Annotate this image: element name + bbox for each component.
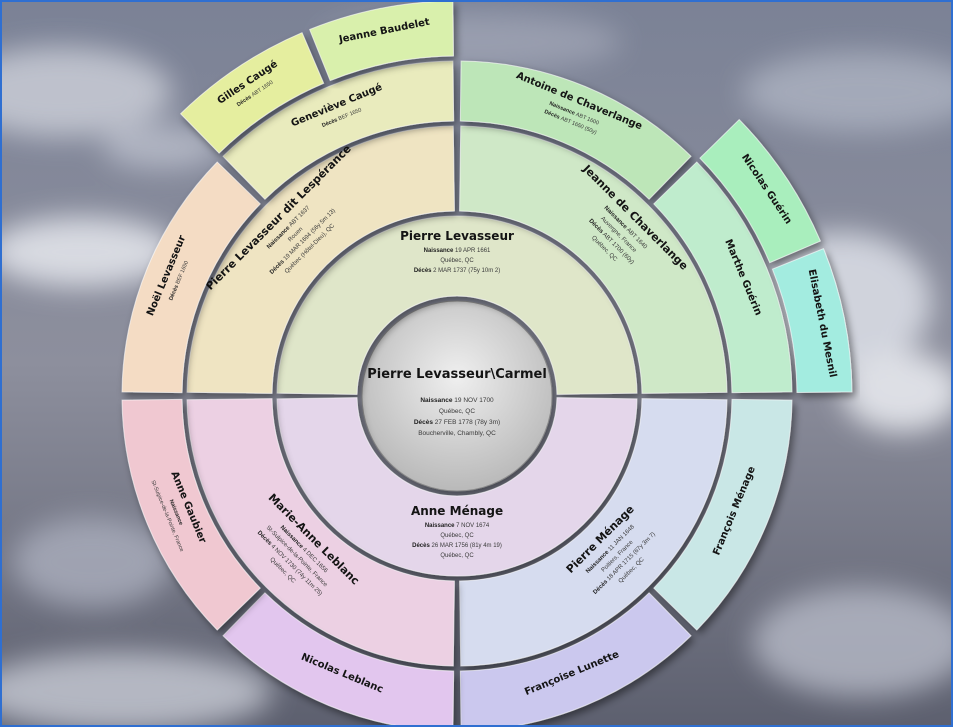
segment-shape: [309, 2, 454, 82]
segment-shape: [771, 248, 853, 393]
segment-shape: [459, 125, 728, 394]
segment-shape: [179, 32, 325, 154]
person-segment-mmf[interactable]: Nicolas Leblanc: [222, 592, 455, 725]
person-fact: Décès 27 FEB 1778 (78y 3m): [414, 419, 500, 426]
person-name: Pierre Levasseur\Carmel: [367, 367, 547, 382]
segment-shape: [459, 592, 692, 725]
segment-shape: [121, 398, 261, 631]
person-fact: Québec, QC: [439, 408, 475, 415]
segment-shape: [459, 398, 728, 667]
person-name: Pierre Levasseur: [400, 229, 514, 243]
segment-shape: [121, 161, 261, 394]
person-fact: Décès 26 MAR 1756 (81y 4m 19): [412, 543, 502, 549]
person-fact: Québec, QC: [440, 553, 474, 559]
person-fact: Boucherville, Chambly, QC: [418, 430, 496, 437]
segment-shape: [186, 125, 455, 394]
person-fact: Naissance 19 NOV 1700: [420, 397, 494, 404]
person-fact: Décès 2 MAR 1737 (75y 10m 2): [414, 268, 500, 274]
segment-shape: [699, 118, 821, 264]
segment-shape: [186, 398, 455, 667]
segment-shape: [653, 398, 793, 631]
segment-shape: [222, 592, 455, 725]
person-name: Anne Ménage: [411, 504, 503, 518]
segment-shape: [276, 215, 638, 395]
person-fact: Naissance 7 NOV 1674: [425, 523, 490, 529]
person-segment-fmm[interactable]: Marthe Guérin: [653, 161, 793, 394]
root-disc: [361, 300, 553, 492]
person-fact: Québec, QC: [440, 258, 474, 264]
segment-shape: [653, 161, 793, 394]
person-segment-ffmm[interactable]: Jeanne Baudelet: [309, 2, 454, 82]
person-segment-fmmm[interactable]: Elisabeth du Mesnil: [771, 248, 853, 393]
segment-shape: [222, 60, 455, 200]
person-fact: Naissance 19 APR 1661: [424, 248, 491, 254]
person-fact: Québec, QC: [440, 533, 474, 539]
segment-shape: [459, 60, 692, 200]
segment-shape: [276, 397, 638, 577]
